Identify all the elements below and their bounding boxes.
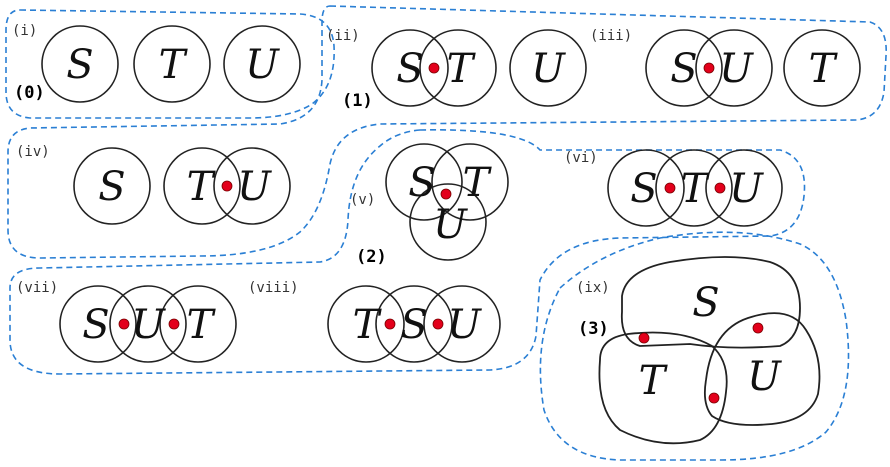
panel-label-vi: (vi) bbox=[564, 150, 598, 166]
panel-label-vii: (vii) bbox=[16, 280, 58, 296]
var-t: T bbox=[159, 42, 189, 88]
var-u: U bbox=[719, 46, 754, 92]
intersection-dot-su bbox=[432, 318, 444, 330]
group-label-1: (1) bbox=[342, 91, 373, 111]
circle-u bbox=[223, 25, 301, 103]
circle-s bbox=[59, 285, 137, 363]
circle-s bbox=[375, 285, 453, 363]
panel-label-viii: (viii) bbox=[248, 280, 299, 296]
circle-u bbox=[409, 183, 487, 261]
circle-t bbox=[783, 29, 861, 107]
group-1-outline bbox=[7, 5, 887, 259]
panel-label-v: (v) bbox=[350, 192, 375, 208]
var-u: U bbox=[447, 302, 482, 348]
circle-t bbox=[431, 143, 509, 221]
intersection-dot-tu bbox=[714, 182, 726, 194]
group-2-outline bbox=[9, 129, 806, 375]
panel-label-iii: (iii) bbox=[590, 28, 632, 44]
panel-label-i: (i) bbox=[12, 23, 37, 39]
var-s: S bbox=[630, 166, 657, 212]
var-s: S bbox=[98, 164, 125, 210]
circle-u bbox=[695, 29, 773, 107]
var-u: U bbox=[245, 42, 280, 88]
region-s bbox=[620, 256, 801, 349]
intersection-dot bbox=[703, 62, 715, 74]
intersection-dot-su bbox=[118, 318, 130, 330]
circle-t bbox=[163, 147, 241, 225]
var-u: U bbox=[237, 164, 272, 210]
var-s: S bbox=[408, 160, 435, 206]
circle-u bbox=[705, 149, 783, 227]
panel-iii: (iii) S U T bbox=[590, 28, 861, 107]
var-s: S bbox=[670, 46, 697, 92]
intersection-dot-ut bbox=[168, 318, 180, 330]
circle-u bbox=[109, 285, 187, 363]
panel-ix: (ix) S T U bbox=[576, 256, 821, 445]
circle-s bbox=[371, 29, 449, 107]
circle-s bbox=[385, 143, 463, 221]
intersection-dot-st bbox=[638, 332, 650, 344]
var-u: U bbox=[729, 166, 764, 212]
group-label-0: (0) bbox=[14, 83, 45, 103]
var-t: T bbox=[681, 166, 711, 212]
panel-viii: (viii) T S U bbox=[248, 280, 501, 363]
var-s: S bbox=[400, 302, 427, 348]
panel-label-ii: (ii) bbox=[326, 28, 360, 44]
intersection-dot bbox=[440, 188, 452, 200]
intersection-dot bbox=[221, 180, 233, 192]
group-label-2: (2) bbox=[356, 247, 387, 267]
circle-t bbox=[133, 25, 211, 103]
var-t: T bbox=[353, 302, 383, 348]
panel-label-iv: (iv) bbox=[16, 144, 50, 160]
var-s: S bbox=[692, 280, 719, 326]
intersection-dot-st bbox=[664, 182, 676, 194]
circle-t bbox=[327, 285, 405, 363]
panel-v: (v) S T U bbox=[350, 143, 509, 261]
var-t: T bbox=[639, 358, 669, 404]
region-t bbox=[598, 331, 728, 445]
circle-t bbox=[419, 29, 497, 107]
var-u: U bbox=[433, 202, 468, 248]
region-u bbox=[703, 312, 821, 426]
var-t: T bbox=[809, 46, 839, 92]
var-s: S bbox=[66, 42, 93, 88]
intersection-dot-su bbox=[752, 322, 764, 334]
circle-s bbox=[41, 25, 119, 103]
panel-vi: (vi) S T U bbox=[564, 149, 783, 227]
panel-vii: (vii) S U T bbox=[16, 280, 237, 363]
panel-ii: (ii) S T U bbox=[326, 28, 587, 107]
var-t: T bbox=[187, 302, 217, 348]
circle-u bbox=[423, 285, 501, 363]
group-3-outline bbox=[539, 231, 850, 461]
var-t: T bbox=[463, 160, 493, 206]
intersection-dot-tu bbox=[708, 392, 720, 404]
circle-t bbox=[159, 285, 237, 363]
var-s: S bbox=[82, 302, 109, 348]
intersection-dot-ts bbox=[384, 318, 396, 330]
panel-i: (i) S T U bbox=[12, 23, 301, 103]
intersection-dot bbox=[428, 62, 440, 74]
circle-u bbox=[509, 29, 587, 107]
group-0-outline bbox=[5, 9, 335, 119]
var-t: T bbox=[447, 46, 477, 92]
var-u: U bbox=[747, 354, 782, 400]
circle-s bbox=[73, 147, 151, 225]
group-label-3: (3) bbox=[578, 319, 609, 339]
circle-t bbox=[655, 149, 733, 227]
panel-label-ix: (ix) bbox=[576, 280, 610, 296]
var-u: U bbox=[531, 46, 566, 92]
var-u: U bbox=[131, 302, 166, 348]
circle-s bbox=[645, 29, 723, 107]
var-t: T bbox=[187, 164, 217, 210]
circle-s bbox=[607, 149, 685, 227]
var-s: S bbox=[396, 46, 423, 92]
circle-u bbox=[213, 147, 291, 225]
panel-iv: (iv) S T U bbox=[16, 144, 291, 225]
